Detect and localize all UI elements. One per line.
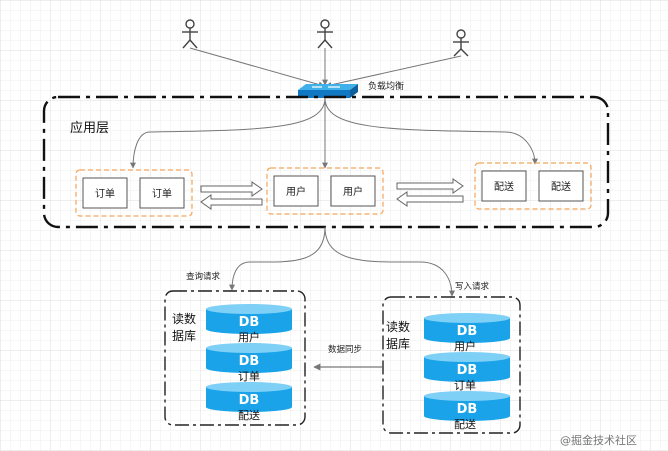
db-icon-text: DB: [239, 354, 260, 369]
user-service-label: 用户: [343, 185, 363, 198]
order-service-node: [139, 177, 185, 209]
bidirectional-arrow-icon: [396, 178, 464, 207]
database-icon: DB: [206, 382, 292, 412]
db-icon-text: DB: [457, 363, 478, 378]
watermark: @掘金技术社区: [560, 433, 637, 447]
load-balancer-label: 负载均衡: [368, 80, 404, 92]
user-service-node: [273, 175, 319, 207]
app-to-db-lines: [229, 226, 455, 297]
db-icon-text: DB: [239, 393, 260, 408]
user-figure-icon: [182, 19, 198, 49]
data-sync-label: 数据同步: [328, 344, 362, 355]
database-icon: DB: [424, 313, 510, 343]
db-label: 用户: [454, 339, 476, 353]
order-service-label: 订单: [95, 188, 115, 200]
db-label: 订单: [238, 370, 260, 383]
read-db-box: [164, 290, 306, 426]
db-label: 配送: [238, 408, 260, 422]
db-icon-text: DB: [457, 324, 478, 339]
order-service-group: [75, 169, 193, 217]
delivery-service-node: [538, 170, 584, 202]
user-service-label: 用户: [286, 185, 306, 198]
db-label: 配送: [454, 417, 476, 431]
database-icon: DB: [206, 343, 292, 373]
app-layer-title: 应用层: [70, 120, 109, 136]
read-db-title: 据库: [172, 328, 196, 343]
app-layer-container: [42, 95, 610, 229]
bidirectional-arrow-icon: [200, 181, 263, 210]
query-request-label: 查询请求: [186, 271, 221, 282]
db-icon-text: DB: [457, 402, 478, 417]
db-icon-text: DB: [239, 315, 260, 330]
write-db-title: 据库: [386, 336, 410, 351]
database-icon: DB: [424, 391, 510, 421]
write-db-title: 读数: [386, 319, 410, 334]
db-label: 订单: [454, 379, 476, 392]
order-service-label: 订单: [152, 188, 172, 200]
read-db-title: 读数: [172, 311, 196, 326]
user-service-node: [330, 175, 376, 207]
user-figure-icon: [317, 19, 333, 49]
db-label: 用户: [238, 330, 260, 344]
order-service-node: [82, 177, 128, 209]
user-service-group: [266, 167, 384, 215]
user-connection-lines: [189, 47, 462, 88]
database-icon: DB: [206, 304, 292, 334]
load-balancer-icon: [298, 84, 358, 98]
database-icon: DB: [424, 352, 510, 382]
write-request-label: 写入请求: [455, 281, 490, 292]
delivery-service-node: [481, 170, 527, 202]
user-figure-icon: [453, 29, 469, 57]
write-db-box: [382, 296, 521, 434]
delivery-service-label: 配送: [551, 180, 571, 193]
delivery-service-group: [474, 162, 592, 210]
lb-to-services-lines: [130, 97, 538, 169]
delivery-service-label: 配送: [494, 180, 514, 193]
